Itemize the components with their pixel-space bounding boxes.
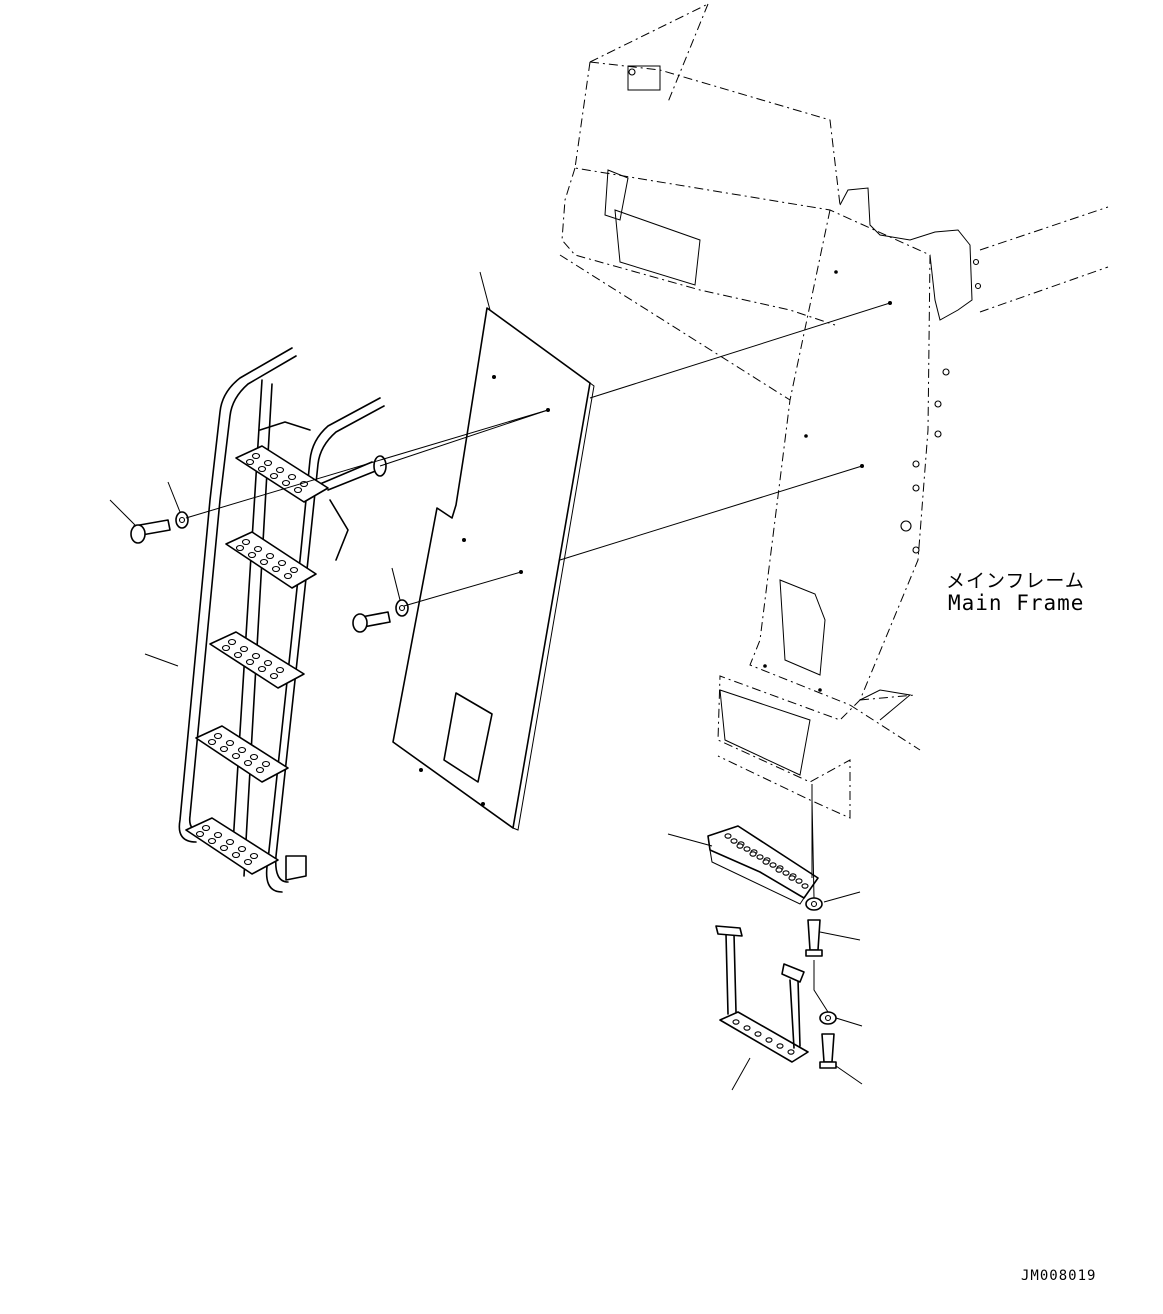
drawing-number: JM008019 [1021, 1268, 1097, 1284]
step-tread-holes [195, 452, 309, 866]
center-bolt [352, 599, 409, 633]
cover-plate [392, 307, 595, 831]
hanging-step [715, 925, 809, 1063]
upper-step-bracket [707, 784, 819, 905]
main-frame-outline [559, 3, 1109, 819]
leader-lines [109, 271, 863, 1091]
lower-hardware [805, 897, 837, 1069]
assembly-lines [185, 302, 891, 1013]
main-frame-label-en: Main Frame [948, 591, 1085, 615]
main-frame-label-jp: メインフレーム [946, 570, 1085, 592]
left-bolt [130, 511, 189, 544]
ladder-steps [185, 445, 329, 875]
